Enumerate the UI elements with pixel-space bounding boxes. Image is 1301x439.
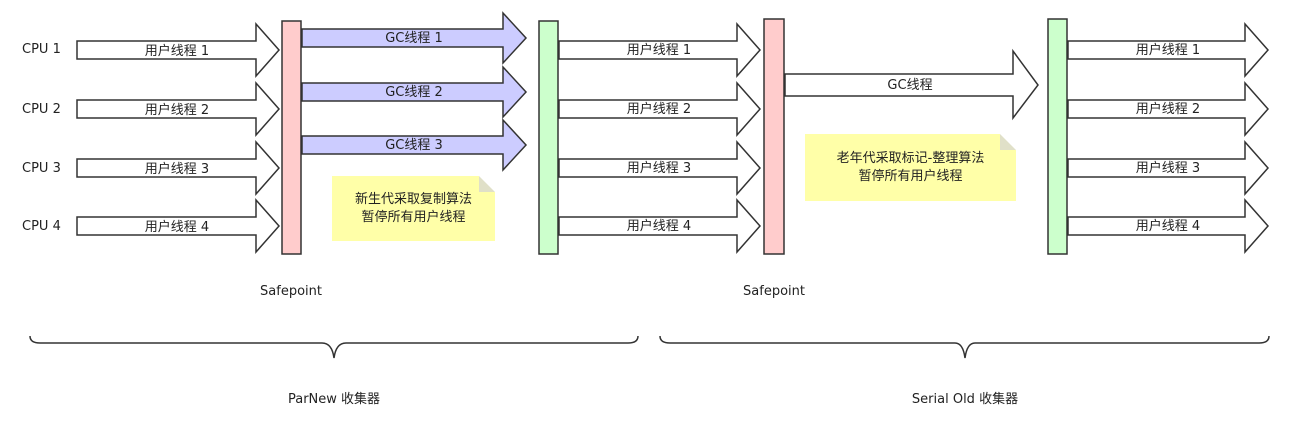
user-thread-arrow bbox=[1067, 140, 1270, 196]
collector-brace bbox=[659, 335, 1270, 359]
user-thread-arrow bbox=[1067, 198, 1270, 254]
note-line: 老年代采取标记-整理算法 bbox=[836, 150, 985, 166]
user-thread-arrow bbox=[76, 140, 281, 196]
note-fold bbox=[1000, 134, 1016, 150]
note-fold bbox=[479, 176, 495, 192]
user-thread-label: 用户线程 2 bbox=[144, 103, 210, 118]
gc-thread-arrow bbox=[301, 65, 528, 119]
resume-bar bbox=[1047, 18, 1068, 255]
user-thread-arrow bbox=[558, 198, 762, 254]
user-thread-arrow bbox=[76, 198, 281, 254]
gc-thread-label: GC线程 bbox=[887, 78, 933, 93]
user-thread-arrow bbox=[1067, 22, 1270, 78]
gc-thread-label: GC线程 1 bbox=[385, 31, 443, 46]
user-thread-arrow bbox=[558, 81, 762, 137]
user-thread-arrow bbox=[1067, 81, 1270, 137]
gc-thread-arrow bbox=[784, 48, 1039, 121]
collector-label: ParNew 收集器 bbox=[287, 392, 381, 407]
user-thread-label: 用户线程 2 bbox=[626, 102, 692, 117]
gc-thread-arrow bbox=[301, 118, 528, 172]
collector-label: Serial Old 收集器 bbox=[911, 392, 1019, 407]
resume-bar bbox=[538, 20, 559, 255]
user-thread-label: 用户线程 3 bbox=[144, 162, 210, 177]
gc-thread-arrow bbox=[301, 11, 528, 65]
safepoint-bar bbox=[281, 20, 302, 255]
user-thread-arrow bbox=[76, 22, 281, 78]
user-thread-label: 用户线程 3 bbox=[1135, 161, 1201, 176]
gc-thread-label: GC线程 2 bbox=[385, 85, 443, 100]
serial-old-note: 老年代采取标记-整理算法 暂停所有用户线程 bbox=[805, 134, 1016, 201]
collector-brace bbox=[29, 335, 639, 359]
user-thread-label: 用户线程 1 bbox=[1135, 43, 1201, 58]
note-line: 暂停所有用户线程 bbox=[361, 209, 466, 225]
user-thread-label: 用户线程 3 bbox=[626, 161, 692, 176]
user-thread-arrow bbox=[76, 81, 281, 137]
user-thread-label: 用户线程 4 bbox=[626, 219, 692, 234]
user-thread-arrow bbox=[558, 140, 762, 196]
cpu-label: CPU 2 bbox=[22, 102, 61, 117]
gc-thread-label: GC线程 3 bbox=[385, 138, 443, 153]
note-line: 暂停所有用户线程 bbox=[858, 168, 963, 184]
user-thread-label: 用户线程 4 bbox=[144, 220, 210, 235]
safepoint-label: Safepoint bbox=[743, 284, 805, 299]
user-thread-label: 用户线程 4 bbox=[1135, 219, 1201, 234]
cpu-label: CPU 1 bbox=[22, 42, 61, 57]
user-thread-label: 用户线程 2 bbox=[1135, 102, 1201, 117]
user-thread-arrow bbox=[558, 22, 762, 78]
safepoint-label: Safepoint bbox=[260, 284, 322, 299]
user-thread-label: 用户线程 1 bbox=[144, 44, 210, 59]
cpu-label: CPU 3 bbox=[22, 161, 61, 176]
cpu-label: CPU 4 bbox=[22, 219, 61, 234]
user-thread-label: 用户线程 1 bbox=[626, 43, 692, 58]
note-line: 新生代采取复制算法 bbox=[354, 191, 472, 207]
parnew-note: 新生代采取复制算法 暂停所有用户线程 bbox=[332, 176, 495, 241]
safepoint-bar bbox=[763, 18, 785, 255]
